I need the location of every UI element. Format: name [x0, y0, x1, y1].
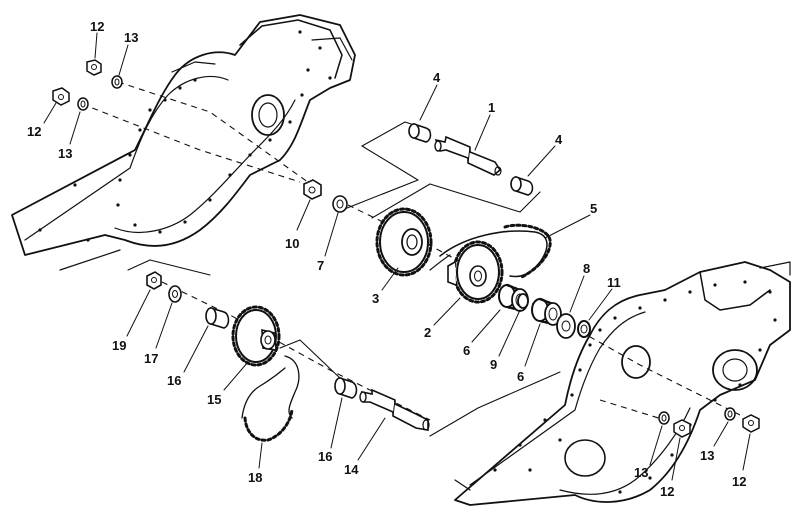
chain-5: [429, 223, 552, 280]
callout-2: 2: [424, 325, 431, 340]
nut-12-upper-left: [52, 87, 70, 106]
callout-10: 10: [285, 236, 299, 251]
callout-19: 19: [112, 338, 126, 353]
callout-16: 16: [167, 373, 181, 388]
right-chain-case-housing: [454, 261, 791, 506]
callout-12: 12: [660, 484, 674, 499]
sprocket-15: [231, 305, 281, 367]
callout-4: 4: [433, 70, 441, 85]
callout-12: 12: [732, 474, 746, 489]
sprocket-2: [447, 240, 504, 304]
washer-13-upper-top: [111, 75, 123, 89]
callout-leader-lines: [43, 32, 751, 481]
callout-13: 13: [700, 448, 714, 463]
callout-13: 13: [58, 146, 72, 161]
sprocket-3: [375, 207, 433, 277]
callout-7: 7: [317, 258, 324, 273]
shaft-14: [359, 388, 430, 431]
callout-16: 16: [318, 449, 332, 464]
nut-12-lower-right: [742, 414, 760, 433]
callout-15: 15: [207, 392, 221, 407]
callout-11: 11: [607, 275, 621, 290]
housing-bolt-holes: [493, 280, 777, 494]
callout-3: 3: [372, 291, 379, 306]
callout-6: 6: [517, 369, 524, 384]
spacer-16-right: [334, 376, 358, 399]
spacer-4-left: [408, 122, 432, 143]
callout-6: 6: [463, 343, 470, 358]
callout-8: 8: [583, 261, 590, 276]
callout-labels: 12 13 12 13 4 1 4 5 10 7 3 2 8 11 6 9 6 …: [27, 19, 746, 499]
housing-bolt-holes: [38, 30, 332, 242]
washer-7: [332, 195, 348, 213]
spacer-4-right: [510, 175, 534, 196]
shaft-1: [434, 135, 502, 176]
ring-11: [577, 320, 591, 338]
washer-8: [556, 313, 576, 339]
callout-12: 12: [27, 124, 41, 139]
callout-17: 17: [144, 351, 158, 366]
callout-4: 4: [555, 132, 563, 147]
spacer-9: [517, 293, 529, 309]
left-chain-case-housing: [11, 14, 356, 271]
nut-10: [303, 179, 322, 200]
bearing-6-right: [531, 297, 562, 326]
spacer-16-left: [205, 306, 230, 329]
nut-12-upper-top: [86, 59, 102, 76]
washer-17: [168, 285, 182, 303]
nut-19: [146, 271, 162, 290]
callout-5: 5: [590, 201, 597, 216]
callout-18: 18: [248, 470, 262, 485]
washer-13-upper-left: [77, 97, 89, 111]
callout-13: 13: [634, 465, 648, 480]
callout-13: 13: [124, 30, 138, 45]
washer-13-lower-left: [658, 411, 670, 425]
callout-12: 12: [90, 19, 104, 34]
nut-12-lower-left: [673, 419, 691, 438]
callout-1: 1: [488, 100, 495, 115]
washer-13-lower-right: [724, 407, 736, 421]
callout-9: 9: [490, 357, 497, 372]
callout-14: 14: [344, 462, 359, 477]
chain-18: [241, 355, 300, 442]
